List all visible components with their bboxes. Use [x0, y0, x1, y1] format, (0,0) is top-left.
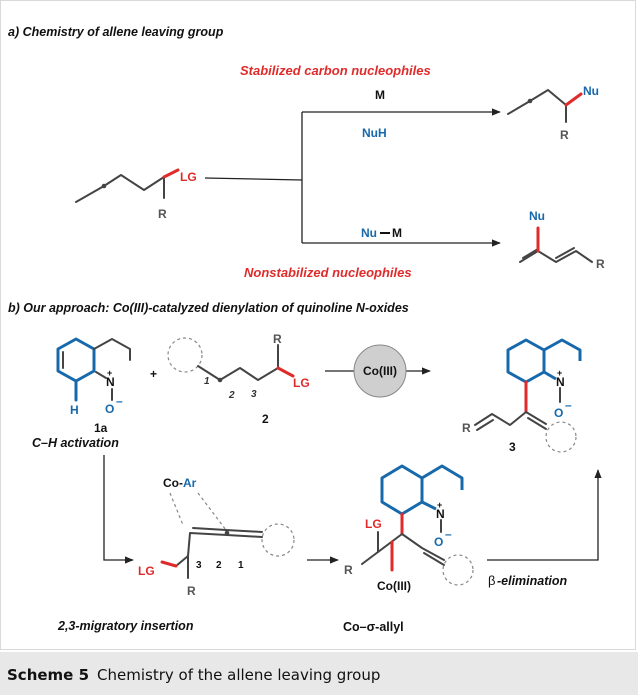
allene-substrate-2: 1 2 3 R LG 2 [167, 332, 310, 426]
substrate2-r-label: R [273, 332, 282, 346]
product3-o-minus: – [565, 398, 572, 412]
elimination-arrow [487, 469, 602, 561]
product3-o-label: O [554, 406, 563, 420]
product3-n-plus: + [557, 368, 562, 378]
h-atom-label: H [70, 403, 79, 417]
reagent-m2: M [392, 226, 402, 240]
int1-pos-2: 2 [216, 560, 222, 571]
product-diene: Nu R [519, 209, 605, 271]
co-ar-complex: Co- Ar LG R 3 2 1 [138, 476, 295, 598]
plus-sign: + [150, 367, 157, 381]
position-1: 1 [204, 376, 210, 387]
int2-n-label: N [436, 507, 445, 521]
caption-label: Scheme 5 [7, 666, 90, 684]
product1-nu-label: Nu [583, 84, 599, 98]
int2-n-plus: + [437, 500, 442, 510]
int1-pos-1: 1 [238, 560, 244, 571]
label-2: 2 [262, 412, 269, 426]
int2-o-minus: – [445, 527, 452, 541]
ar-label: Ar [183, 476, 197, 490]
reagent-m: M [375, 88, 385, 102]
substrate-lg-label: LG [180, 170, 197, 184]
product2-r-label: R [596, 257, 605, 271]
position-2: 2 [228, 390, 235, 401]
int1-r-label: R [187, 584, 196, 598]
reagent-nuh: NuH [362, 126, 387, 140]
n-atom-label: N [106, 375, 115, 389]
product2-nu-label: Nu [529, 209, 545, 223]
section-b-title: b) Our approach: Co(III)-catalyzed dieny… [8, 301, 409, 315]
n-plus-charge: + [107, 368, 112, 378]
beta-symbol: β [488, 573, 495, 588]
nonstabilized-label: Nonstabilized nucleophiles [244, 265, 412, 280]
migratory-insertion-label: 2,3-migratory insertion [57, 619, 194, 633]
int2-o-label: O [434, 535, 443, 549]
product3-r-label: R [462, 421, 471, 435]
beta-elimination-label: -elimination [497, 574, 568, 588]
int2-r-label: R [344, 563, 353, 577]
catalyst-circle [353, 344, 407, 398]
o-atom-label: O [105, 402, 114, 416]
position-3: 3 [251, 389, 257, 400]
product-allene: Nu R [507, 84, 599, 142]
caption-text: Chemistry of the allene leaving group [97, 666, 381, 684]
branch-arrows [204, 108, 501, 247]
ch-activation-label: C–H activation [32, 436, 119, 450]
stabilized-label: Stabilized carbon nucleophiles [240, 63, 431, 78]
scheme-caption: Scheme 5 Chemistry of the allene leaving … [0, 652, 638, 695]
insertion-arrow [103, 455, 134, 564]
int1-pos-3: 3 [196, 560, 202, 571]
product3-n-label: N [556, 375, 565, 389]
scheme-diagram: a) Chemistry of allene leaving group LG … [8, 25, 605, 634]
catalyst-label: Co(III) [363, 364, 397, 378]
int1-lg-label: LG [138, 564, 155, 578]
int2-lg-label: LG [365, 517, 382, 531]
label-3: 3 [509, 440, 516, 454]
allene-substrate: LG R [75, 168, 197, 221]
product1-r-label: R [560, 128, 569, 142]
substrate-r-label: R [158, 207, 167, 221]
substrate2-lg-label: LG [293, 376, 310, 390]
co-sigma-allyl-intermediate: N + O – LG R Co(III) [344, 464, 474, 593]
int2-co-label: Co(III) [377, 579, 411, 593]
dienyl-product-3: N + O – R 3 [462, 338, 582, 454]
co-label: Co- [163, 476, 183, 490]
scheme-frame [0, 0, 636, 650]
reagent-nu: Nu [361, 226, 377, 240]
label-1a: 1a [94, 421, 108, 435]
o-minus-charge: – [116, 394, 123, 408]
section-a-title: a) Chemistry of allene leaving group [8, 25, 224, 39]
quinoline-n-oxide-1a: H N + O – 1a [56, 337, 131, 435]
co-sigma-allyl-label: Co–σ-allyl [343, 620, 404, 634]
